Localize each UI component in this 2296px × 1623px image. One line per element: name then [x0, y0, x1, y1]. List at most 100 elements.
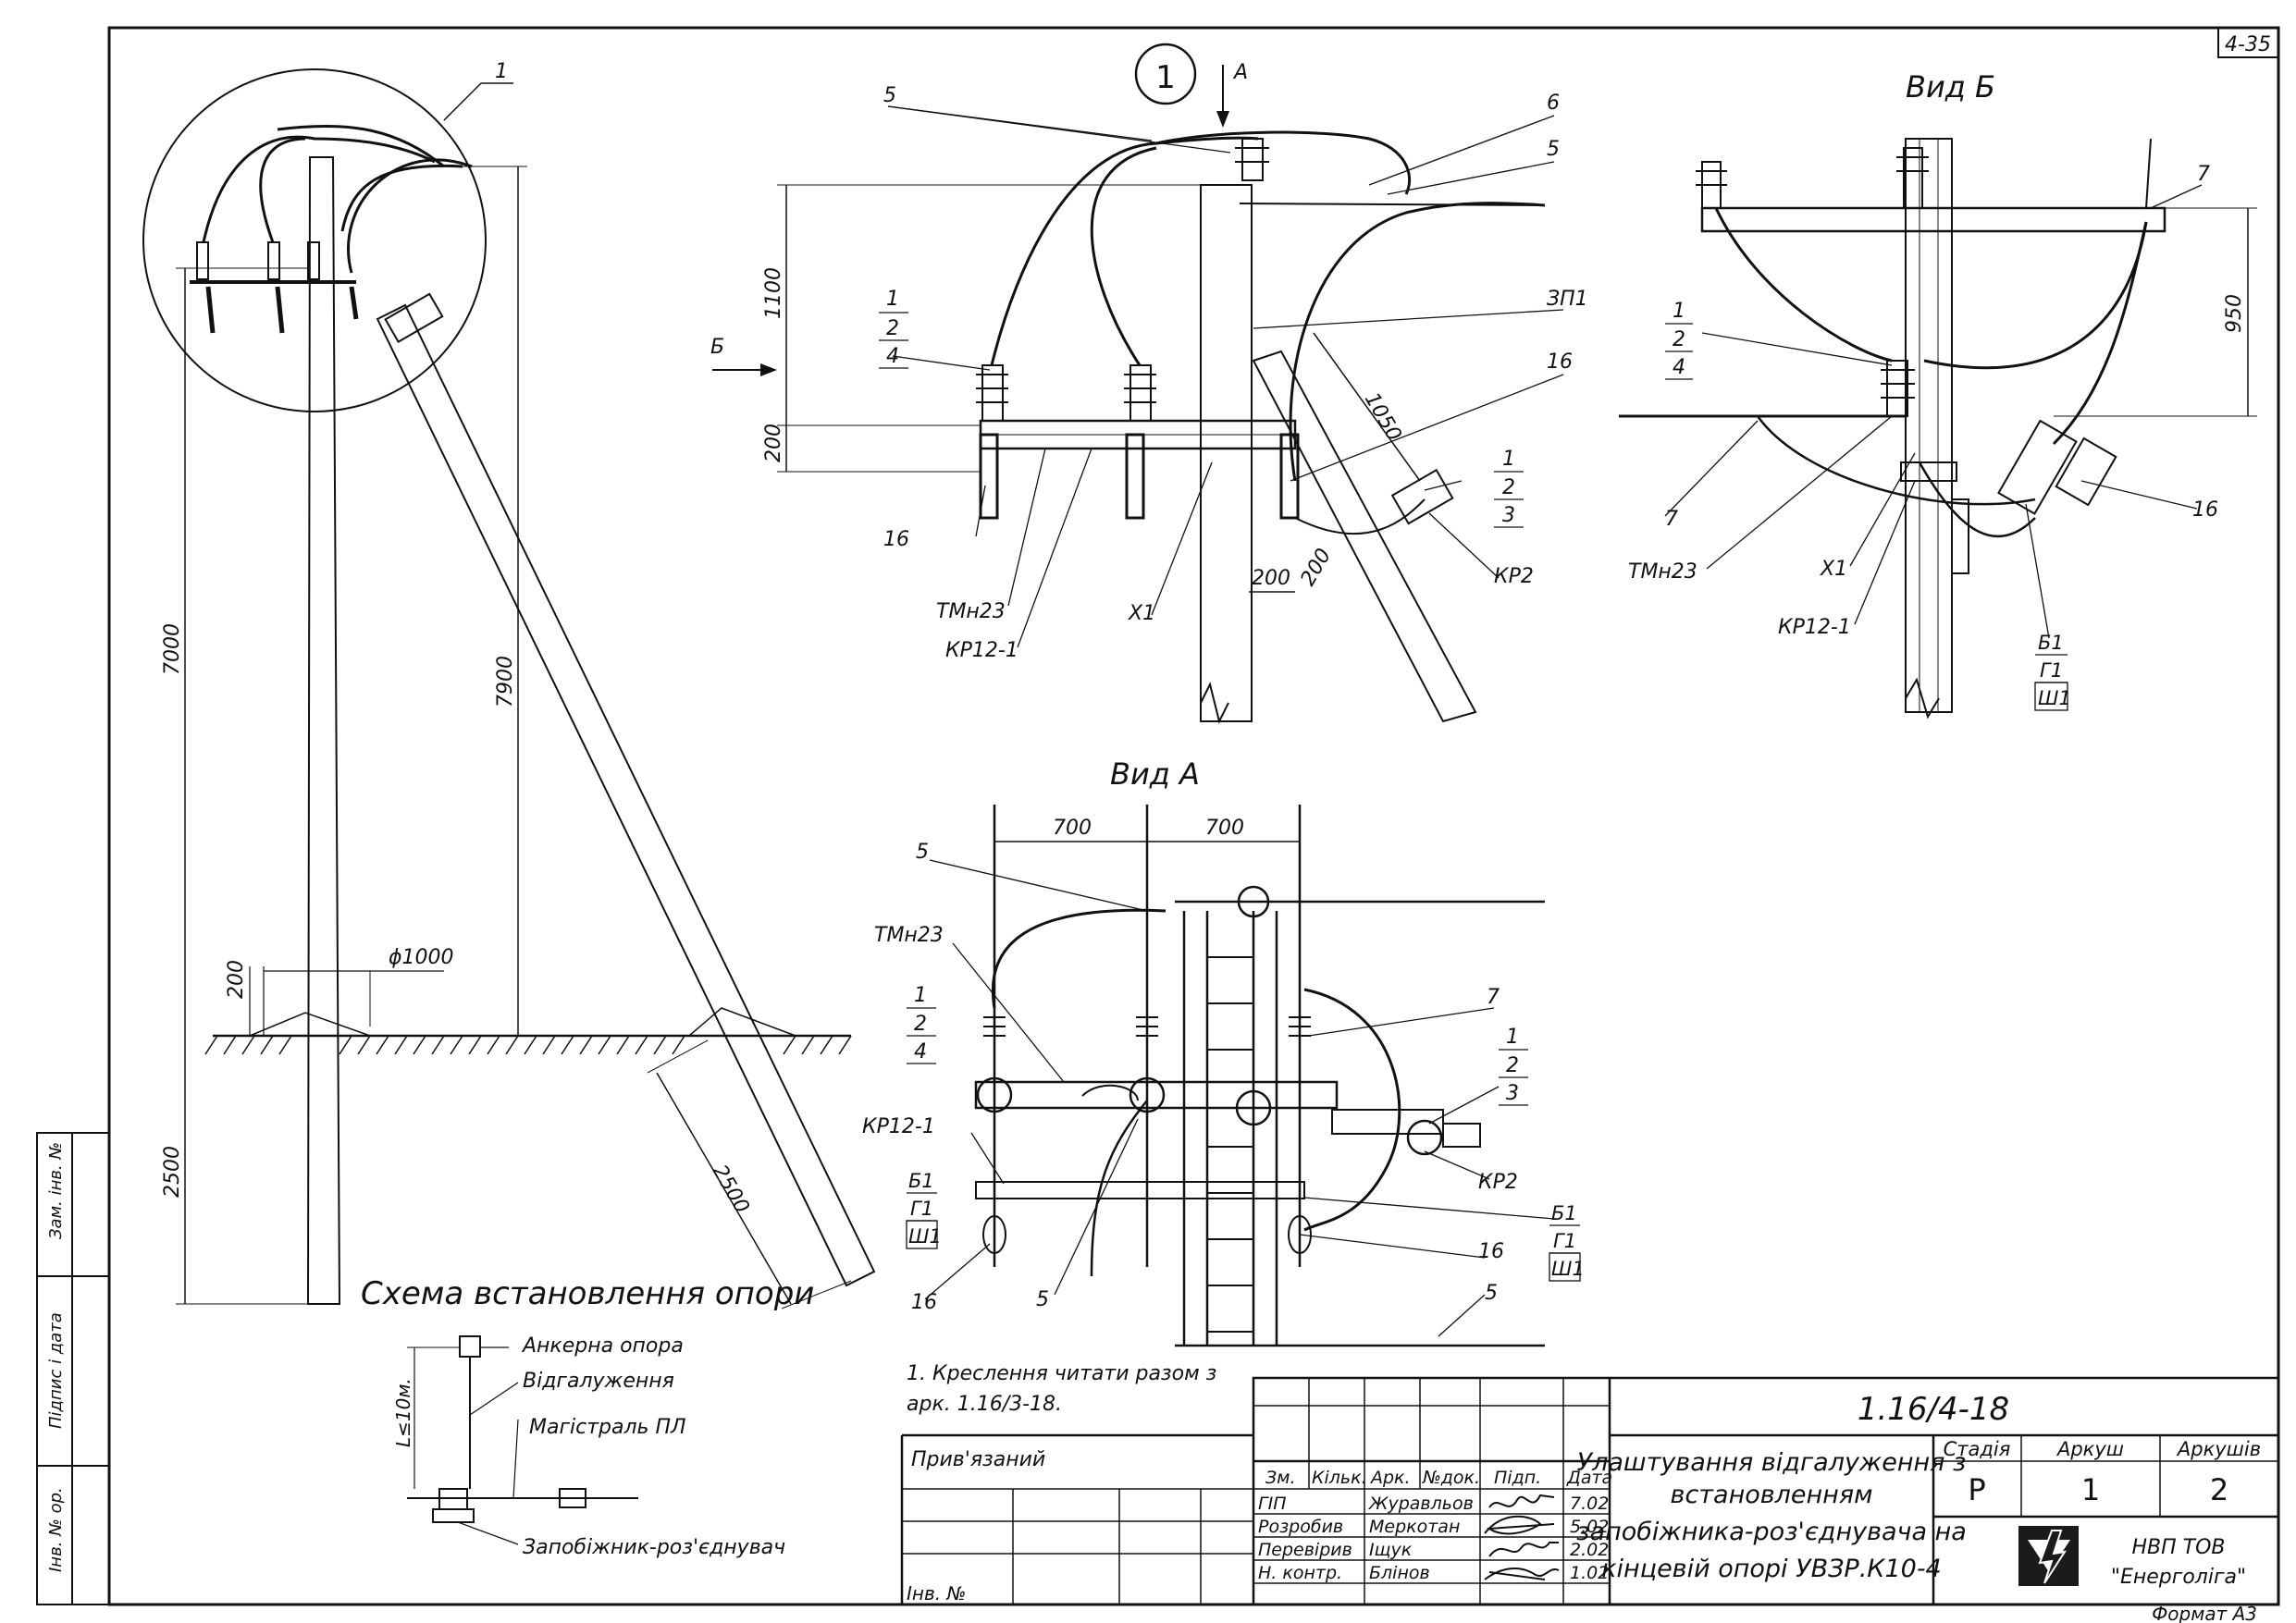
view-b-frac-2: 2: [1673, 328, 1685, 351]
signature-3: [1488, 1542, 1559, 1557]
dim-700-b: 700: [1205, 817, 1244, 840]
tb-sheets: 2: [2210, 1472, 2228, 1507]
dim-2500-brace: 2500: [708, 1162, 754, 1218]
view-a-frac-right-2: 2: [1506, 1054, 1519, 1077]
detail-frac-right-1: 1: [1502, 448, 1515, 471]
tb-drawing-code: 1.16/4-18: [1858, 1391, 2009, 1428]
view-a-frac-left-1: 1: [914, 984, 927, 1007]
legend-main: Магістраль ПЛ: [529, 1416, 686, 1439]
detail-label-x1: Х1: [1128, 602, 1155, 625]
dim-200-b: 200: [1297, 545, 1337, 590]
tb-row-2-name: Меркотан: [1369, 1517, 1460, 1537]
scheme-callout-1: 1: [495, 60, 508, 83]
detail-label-tmn23: ТМн23: [936, 600, 1006, 623]
detail-label-5a: 5: [883, 84, 896, 107]
dim-200-pit: 200: [225, 960, 248, 999]
detail-label-16b: 16: [883, 528, 909, 551]
main-pole: [306, 156, 341, 1305]
strip-label-zam: Зам. інв. №: [46, 1142, 66, 1239]
view-b-label-x1: Х1: [1820, 558, 1847, 581]
view-b-frac-b-2: Г1: [2040, 659, 2063, 682]
tb-row-2-date: 5.02: [1570, 1517, 1609, 1537]
view-b-label-7a: 7: [2197, 163, 2210, 186]
detail-frac-right-2: 2: [1502, 476, 1515, 499]
tb-row-4-role: Н. контр.: [1258, 1563, 1342, 1583]
tb-org-line-2: "Енерголіга": [2111, 1566, 2246, 1589]
dim-700-a: 700: [1053, 817, 1092, 840]
detail-pole: [1200, 184, 1253, 722]
detail-frac-right-3: 3: [1502, 504, 1515, 527]
view-a-label-kr2: КР2: [1478, 1171, 1518, 1194]
tb-title-line-2: встановленням: [1671, 1481, 1873, 1509]
detail-frac-right: 1 2 3: [1494, 448, 1524, 528]
view-a-frac-left-3: 4: [914, 1040, 927, 1064]
sheet-code: 4-35: [2225, 33, 2271, 56]
tb-org-line-1: НВП ТОВ: [2131, 1536, 2225, 1559]
left-strip: Зам. інв. № Підпис і дата Інв. № ор.: [36, 1132, 110, 1605]
tb-stage: Р: [1968, 1472, 1985, 1507]
legend-branch: Відгалуження: [523, 1370, 674, 1393]
signature-4: [1484, 1568, 1560, 1580]
view-a-frac-left: 1 2 4: [907, 984, 936, 1064]
detail-label-kr2: КР2: [1494, 565, 1534, 588]
dim-7000: 7000: [161, 623, 184, 675]
tb-privyazaniy: Прив'язаний: [911, 1448, 1045, 1471]
view-b-frac-b-3: Ш1: [2038, 687, 2071, 709]
view-a-label-16b: 16: [1478, 1240, 1504, 1263]
detail-label-5b: 5: [1547, 138, 1560, 161]
tb-header-kilk: Кільк.: [1312, 1468, 1367, 1488]
note-line-1: 1. Креслення читати разом з: [907, 1362, 1216, 1385]
view-b-frac-3: 4: [1673, 356, 1685, 379]
scheme-title: Схема встановлення опори: [361, 1275, 814, 1312]
view-b-crossarm: [1700, 206, 2166, 233]
title-block: Прив'язаний Інв. № Зм. Кільк. Арк. №док.…: [900, 1376, 2280, 1606]
arrow-a-label: А: [1232, 61, 1248, 84]
tb-title-line-1: Улаштування відгалуження з: [1577, 1448, 1967, 1477]
view-b-frac-1: 1: [1673, 300, 1685, 323]
tb-sheet: 1: [2081, 1472, 2100, 1507]
view-a-frac-right-3: 3: [1506, 1082, 1519, 1105]
detail-label-kr12: КР12-1: [945, 639, 1018, 662]
view-b-label-tmn23: ТМн23: [1628, 560, 1697, 584]
format-label: Формат А3: [2152, 1603, 2257, 1623]
tb-header-data: Дата: [1566, 1468, 1612, 1488]
tb-row-3-role: Перевірив: [1258, 1540, 1352, 1560]
detail-frac-left-2: 2: [886, 317, 899, 340]
detail-callout-number: 1: [1155, 59, 1176, 96]
sheet-code-box: [2217, 27, 2279, 58]
tb-row-1-role: ГІП: [1258, 1494, 1286, 1514]
dim-950: 950: [2223, 294, 2246, 333]
arrow-b-label: Б: [710, 336, 724, 359]
view-a-frac-b-right: Б1 Г1 Ш1: [1549, 1202, 1585, 1282]
dim-1100: 1100: [762, 267, 785, 319]
view-a-frac-b-left-1: Б1: [908, 1170, 934, 1192]
view-a-label-tmn23: ТМн23: [874, 924, 944, 947]
tb-row-4-name: Блінов: [1369, 1563, 1430, 1583]
view-a-label-7: 7: [1487, 986, 1500, 1009]
detail-view: 1 А Б: [710, 43, 1588, 724]
tb-row-3-date: 2.02: [1570, 1540, 1609, 1560]
view-b-label-7b: 7: [1665, 508, 1678, 531]
tb-row-4-date: 1.02: [1570, 1563, 1609, 1583]
detail-frac-left-3: 4: [886, 345, 899, 368]
view-b-frac-b: Б1 Г1 Ш1: [2034, 632, 2071, 711]
view-a-label-5a: 5: [916, 841, 929, 864]
tb-row-3-name: Іщук: [1369, 1540, 1413, 1560]
view-b-frac-b-1: Б1: [2038, 632, 2064, 654]
view-a-title: Вид А: [1110, 756, 1200, 792]
view-b-title: Вид Б: [1906, 69, 1995, 105]
view-a-frac-b-left-2: Г1: [910, 1198, 933, 1220]
view-b-pole: [1905, 138, 1953, 713]
view-b-frac: 1 2 4: [1665, 300, 1693, 380]
tb-sheets-hdr: Аркушів: [2176, 1438, 2261, 1460]
detail-frac-left: 1 2 4: [879, 288, 908, 369]
company-logo: [2018, 1526, 2079, 1586]
pole-scheme: 1 7000 2500: [142, 60, 876, 1312]
dim-1050: 1050: [1360, 389, 1406, 446]
detail-label-6: 6: [1547, 92, 1560, 115]
view-a-label-5c: 5: [1485, 1282, 1498, 1305]
view-a-frac-right: 1 2 3: [1499, 1026, 1528, 1106]
detail-callout-circle: [1134, 43, 1197, 105]
tb-header-ndok: №док.: [1422, 1468, 1480, 1488]
